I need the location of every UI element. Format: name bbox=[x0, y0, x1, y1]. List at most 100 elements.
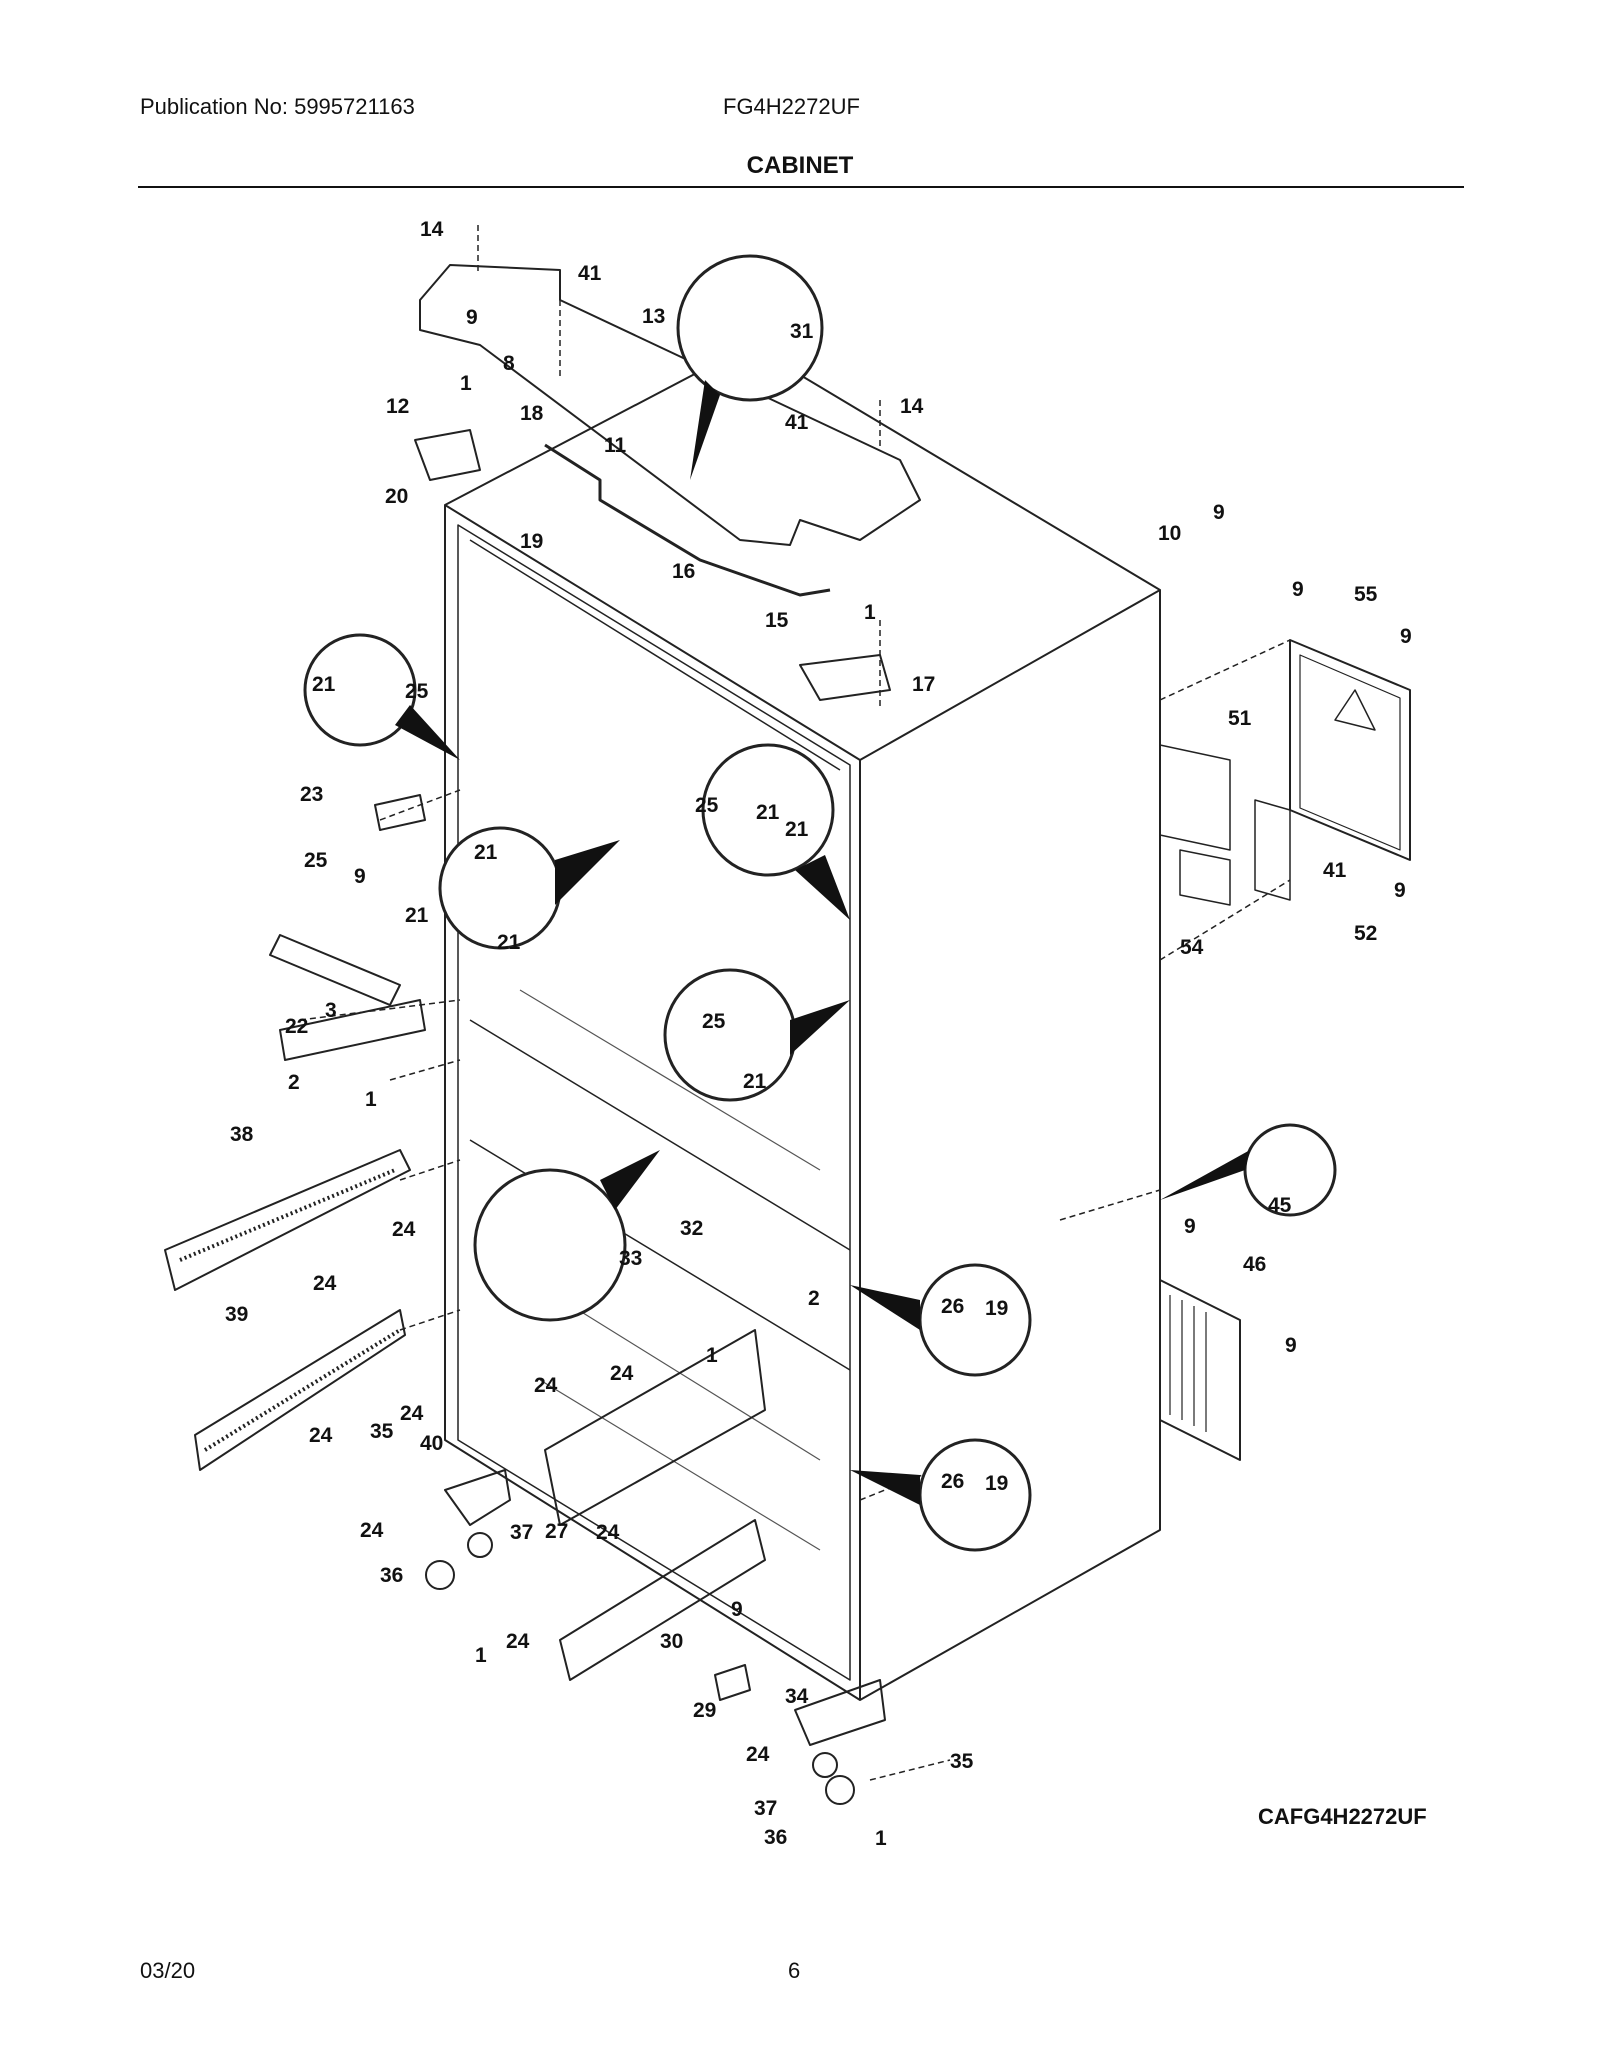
callout-14: 14 bbox=[900, 395, 924, 418]
callout-18: 18 bbox=[520, 402, 544, 425]
detail-circle-21-25-left bbox=[438, 826, 562, 950]
top-right-hinge bbox=[799, 654, 891, 701]
callout-30: 30 bbox=[660, 1630, 683, 1653]
callout-40: 40 bbox=[420, 1432, 443, 1455]
callout-9: 9 bbox=[466, 306, 478, 329]
control-panel-cover bbox=[1289, 639, 1411, 861]
front-air-grille bbox=[279, 999, 426, 1061]
callout-3: 3 bbox=[325, 999, 337, 1022]
callout-21: 21 bbox=[405, 904, 429, 927]
callout-19: 19 bbox=[985, 1297, 1008, 1320]
callout-25: 25 bbox=[702, 1010, 726, 1033]
callout-21: 21 bbox=[743, 1070, 767, 1093]
cabinet-body bbox=[444, 344, 1161, 1701]
left-bottom-bracket bbox=[444, 1469, 511, 1526]
callout-25: 25 bbox=[304, 849, 328, 872]
callout-24: 24 bbox=[360, 1519, 384, 1542]
callout-10: 10 bbox=[1158, 522, 1181, 545]
callout-37: 37 bbox=[510, 1521, 533, 1544]
page-number: 6 bbox=[788, 1958, 801, 1983]
callout-19: 19 bbox=[520, 530, 543, 553]
small-bracket bbox=[714, 1664, 751, 1701]
callout-24: 24 bbox=[746, 1743, 770, 1766]
freezer-rail-upper bbox=[544, 1329, 766, 1526]
callout-13: 13 bbox=[642, 305, 665, 328]
callout-1: 1 bbox=[365, 1088, 377, 1111]
callout-39: 39 bbox=[225, 1303, 248, 1326]
callout-23: 23 bbox=[300, 783, 323, 806]
callout-9: 9 bbox=[1285, 1334, 1297, 1357]
callout-21: 21 bbox=[785, 818, 809, 841]
wire-harness bbox=[544, 443, 831, 597]
left-leveling-leg bbox=[425, 1560, 455, 1590]
callout-31: 31 bbox=[790, 320, 814, 343]
callout-24: 24 bbox=[610, 1362, 634, 1385]
model-number: FG4H2272UF bbox=[723, 94, 860, 119]
rear-vent bbox=[1159, 1279, 1241, 1461]
callout-41: 41 bbox=[578, 262, 602, 285]
callout-26: 26 bbox=[941, 1295, 964, 1318]
publication-date: 03/20 bbox=[140, 1958, 196, 1983]
callout-1: 1 bbox=[460, 372, 472, 395]
header-divider bbox=[138, 186, 1464, 188]
callout-41: 41 bbox=[785, 411, 809, 434]
callout-9: 9 bbox=[354, 865, 366, 888]
callout-21: 21 bbox=[756, 801, 780, 824]
callout-14: 14 bbox=[420, 218, 444, 241]
callout-16: 16 bbox=[672, 560, 695, 583]
right-leveling-leg bbox=[825, 1775, 855, 1805]
top-hinge-cover bbox=[419, 264, 921, 546]
top-left-hinge bbox=[414, 429, 481, 481]
callout-1: 1 bbox=[475, 1644, 487, 1667]
detail-circle-31 bbox=[676, 254, 824, 402]
detail-circle-33 bbox=[473, 1168, 627, 1322]
page-title: CABINET bbox=[746, 152, 854, 179]
callout-25: 25 bbox=[405, 680, 429, 703]
callout-1: 1 bbox=[864, 601, 876, 624]
detail-circle-26-19-upper bbox=[918, 1263, 1032, 1377]
callout-15: 15 bbox=[765, 609, 789, 632]
callout-12: 12 bbox=[386, 395, 409, 418]
detail-circle-26-19-lower bbox=[918, 1438, 1032, 1552]
callout-24: 24 bbox=[534, 1374, 558, 1397]
hinge-cap bbox=[374, 794, 426, 831]
callout-21: 21 bbox=[312, 673, 336, 696]
callout-21: 21 bbox=[497, 931, 521, 954]
callout-2: 2 bbox=[288, 1071, 300, 1094]
callout-20: 20 bbox=[385, 485, 408, 508]
callout-9: 9 bbox=[1400, 625, 1412, 648]
callout-52: 52 bbox=[1354, 922, 1377, 945]
callout-51: 51 bbox=[1228, 707, 1252, 730]
callout-32: 32 bbox=[680, 1217, 703, 1240]
callout-46: 46 bbox=[1243, 1253, 1266, 1276]
callout-27: 27 bbox=[545, 1520, 568, 1543]
right-bottom-bracket bbox=[794, 1679, 886, 1746]
callout-22: 22 bbox=[285, 1015, 308, 1038]
callout-21: 21 bbox=[474, 841, 498, 864]
callout-9: 9 bbox=[1184, 1215, 1196, 1238]
callout-41: 41 bbox=[1323, 859, 1347, 882]
callout-1: 1 bbox=[706, 1344, 718, 1367]
callout-17: 17 bbox=[912, 673, 935, 696]
left-roller bbox=[467, 1532, 493, 1558]
callout-19: 19 bbox=[985, 1472, 1008, 1495]
callout-25: 25 bbox=[695, 794, 719, 817]
callout-38: 38 bbox=[230, 1123, 254, 1146]
callout-26: 26 bbox=[941, 1470, 964, 1493]
callout-24: 24 bbox=[309, 1424, 333, 1447]
callout-24: 24 bbox=[313, 1272, 337, 1295]
callout-36: 36 bbox=[380, 1564, 403, 1587]
publication-number: Publication No: 5995721163 bbox=[140, 94, 415, 119]
callout-11: 11 bbox=[604, 434, 627, 457]
diagram-code: CAFG4H2272UF bbox=[1258, 1804, 1427, 1829]
callout-36: 36 bbox=[764, 1826, 787, 1849]
callout-9: 9 bbox=[1292, 578, 1304, 601]
callout-35: 35 bbox=[950, 1750, 974, 1773]
callout-24: 24 bbox=[596, 1521, 620, 1544]
cabinet-liner bbox=[457, 524, 851, 1681]
callout-9: 9 bbox=[731, 1598, 743, 1621]
callout-55: 55 bbox=[1354, 583, 1378, 606]
callout-37: 37 bbox=[754, 1797, 777, 1820]
callout-1: 1 bbox=[875, 1827, 887, 1850]
